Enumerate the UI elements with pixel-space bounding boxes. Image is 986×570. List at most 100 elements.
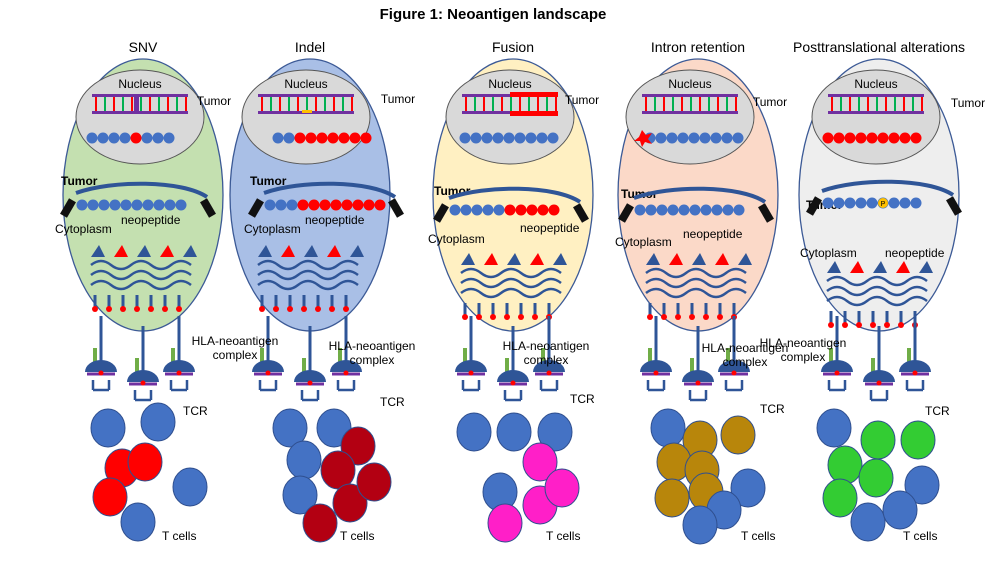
tcr-label: TCR xyxy=(925,404,950,418)
cyto-bead xyxy=(449,204,461,216)
tcr xyxy=(169,380,189,392)
neopeptide-label: neopeptide xyxy=(885,246,945,260)
er-membrane xyxy=(257,269,359,281)
cyto-bead xyxy=(374,199,386,211)
t-cell xyxy=(650,408,686,448)
hla-label-line2: complex xyxy=(781,350,826,364)
er-membrane xyxy=(826,295,928,307)
t-cell xyxy=(544,468,580,508)
bound-neoantigen xyxy=(343,370,349,376)
t-cell xyxy=(654,478,690,518)
t-cell xyxy=(858,458,894,498)
hla-beta2m xyxy=(829,348,833,368)
neopeptide-label: neopeptide xyxy=(121,213,181,227)
er-peptide xyxy=(518,314,524,320)
t-cell xyxy=(356,462,392,502)
cyto-bead xyxy=(733,204,745,216)
peptide-bead xyxy=(655,132,667,144)
indel-mark xyxy=(302,110,312,113)
tumor-bold-label: Tumor xyxy=(61,174,98,188)
tcr xyxy=(133,390,153,402)
cyto-bead xyxy=(537,204,549,216)
peptide-bead xyxy=(338,132,350,144)
hla-loading xyxy=(91,245,105,257)
hla-molecule xyxy=(533,360,565,372)
cyto-bead xyxy=(264,199,276,211)
hla-label-line1-snv: HLA-neoantigen xyxy=(192,334,279,348)
t-cell xyxy=(522,442,558,482)
hla-molecule xyxy=(330,360,362,372)
er-peptide xyxy=(315,306,321,312)
proteasome-arc xyxy=(448,186,582,204)
tcells-label: T cells xyxy=(546,529,580,543)
bound-neoantigen xyxy=(695,380,701,386)
er-peptide xyxy=(856,322,862,328)
hla-beta2m xyxy=(260,348,264,368)
hla-label-line2-snv: complex xyxy=(213,348,258,362)
peptide-bead xyxy=(844,132,856,144)
hla-label-line1: HLA-neoantigen xyxy=(329,339,416,353)
tumor-bold-label: Tumor xyxy=(621,187,658,201)
panel-5: Posttranslational alterationsNucleusTumo… xyxy=(760,39,985,543)
panel-heading: Intron retention xyxy=(651,39,745,55)
hla-molecule xyxy=(899,360,931,372)
er-membrane xyxy=(460,267,562,279)
tcr-label: TCR xyxy=(183,404,208,418)
hla-beta2m xyxy=(505,358,509,378)
hla-molecule xyxy=(252,360,284,372)
tcr xyxy=(503,390,523,402)
hla-molecule xyxy=(718,360,750,372)
nucleus-label: Nucleus xyxy=(854,77,897,91)
t-cell xyxy=(320,450,356,490)
proteasome-right xyxy=(573,203,589,223)
er-peptide xyxy=(343,306,349,312)
er-peptide xyxy=(462,314,468,320)
fusion-strand xyxy=(510,92,558,97)
t-cell xyxy=(900,420,936,460)
hla-label-line2: complex xyxy=(524,353,569,367)
hla-beta2m xyxy=(871,358,875,378)
bound-neoantigen xyxy=(912,370,918,376)
er-membrane xyxy=(460,277,562,289)
bound-neoantigen xyxy=(98,370,104,376)
t-cell xyxy=(682,505,718,545)
hla-loading xyxy=(281,245,295,257)
cyto-bead xyxy=(286,199,298,211)
tcr xyxy=(91,380,111,392)
proteasome-right xyxy=(946,196,962,216)
bound-neoantigen xyxy=(834,370,840,376)
cyto-bead xyxy=(460,204,472,216)
panel-2: IndelNucleusTumorTumorCytoplasmneopeptid… xyxy=(229,39,416,543)
peptide-bead xyxy=(97,132,109,144)
hla-molecule xyxy=(863,370,895,382)
peptide-bead xyxy=(459,132,471,144)
hla-beta2m xyxy=(690,358,694,378)
tcr xyxy=(461,380,481,392)
peptide-bead xyxy=(677,132,689,144)
hla-loading xyxy=(827,261,841,273)
bound-neoantigen xyxy=(265,370,271,376)
hla-molecule xyxy=(821,360,853,372)
peptide-bead xyxy=(360,132,372,144)
snv-mark xyxy=(134,95,139,113)
t-cell xyxy=(272,408,308,448)
cyto-bead xyxy=(504,204,516,216)
hla-beta2m xyxy=(463,348,467,368)
peptide-bead xyxy=(514,132,526,144)
hla-label-line2: complex xyxy=(350,353,395,367)
proteasome-left xyxy=(60,198,76,218)
panel-heading: Indel xyxy=(295,39,325,55)
peptide-bead xyxy=(119,132,131,144)
nucleus-label: Nucleus xyxy=(284,77,327,91)
hla-loading xyxy=(507,253,521,265)
panel-heading: Fusion xyxy=(492,39,534,55)
dna-strand xyxy=(642,111,738,114)
bound-neoantigen xyxy=(468,370,474,376)
peptide-bead xyxy=(877,132,889,144)
er-membrane xyxy=(645,287,747,299)
er-peptide xyxy=(828,322,834,328)
er-peptide xyxy=(176,306,182,312)
tcr xyxy=(688,390,708,402)
proteasome-right xyxy=(758,203,774,223)
peptide-bead xyxy=(108,132,120,144)
